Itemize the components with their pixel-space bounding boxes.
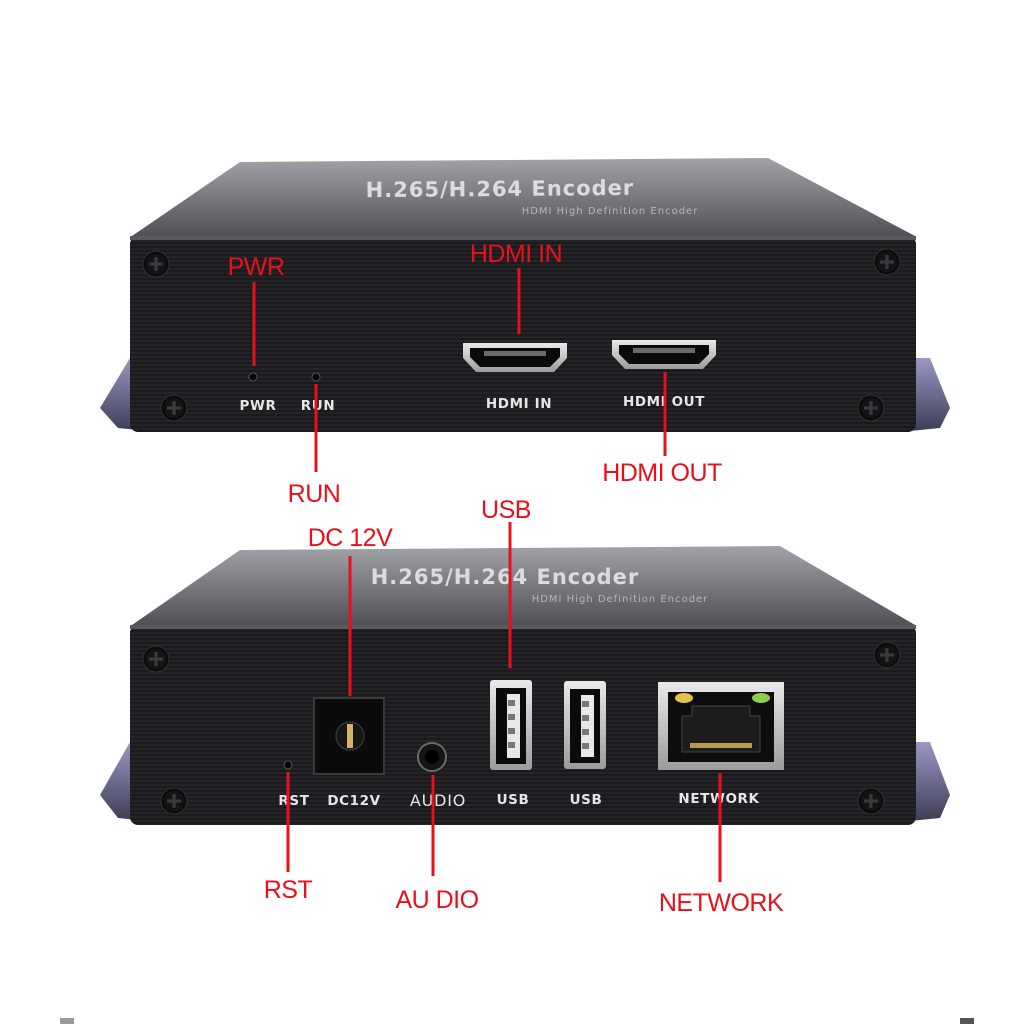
callout-hdmi-out: HDMI OUT — [602, 459, 722, 487]
bottom-edge-mark-right — [960, 1018, 974, 1024]
usb-port-1 — [490, 680, 532, 770]
back-chassis-top — [132, 546, 915, 625]
usb-port-2 — [564, 681, 606, 769]
front-top-subtitle: HDMI High Definition Encoder — [522, 206, 699, 217]
front-label-hdmi-in: HDMI IN — [486, 396, 552, 412]
back-unit: H.265/H.264 Encoder HDMI High Definition… — [100, 546, 950, 825]
back-top-subtitle: HDMI High Definition Encoder — [532, 594, 709, 605]
front-unit: H.265/H.264 Encoder HDMI High Definition… — [100, 158, 950, 432]
bottom-edge-mark-left — [60, 1018, 74, 1024]
front-panel — [130, 236, 916, 432]
callout-pwr: PWR — [228, 253, 285, 281]
callout-usb: USB — [481, 496, 531, 524]
back-label-usb-1: USB — [497, 792, 530, 808]
front-label-pwr: PWR — [240, 398, 277, 414]
back-screw-tr — [873, 641, 901, 669]
back-label-usb-2: USB — [570, 792, 603, 808]
callout-hdmi-in: HDMI IN — [470, 240, 562, 268]
pwr-led — [248, 372, 258, 382]
network-led-left — [675, 693, 693, 703]
back-callouts: DC 12V USB RST AU DIO NETWORK — [264, 496, 785, 917]
run-led — [311, 372, 321, 382]
hdmi-in-port — [463, 343, 567, 372]
callout-dc-12v: DC 12V — [308, 524, 393, 552]
front-label-run: RUN — [301, 398, 335, 414]
front-screw-tl — [142, 250, 170, 278]
callout-audio: AU DIO — [395, 886, 478, 914]
network-led-right — [752, 693, 770, 703]
front-top-title: H.265/H.264 Encoder — [366, 176, 635, 202]
network-port — [658, 682, 784, 770]
front-callouts: PWR HDMI IN RUN HDMI OUT — [228, 240, 723, 508]
back-screw-br — [857, 787, 885, 815]
rst-button-hole — [283, 760, 293, 770]
hdmi-out-port — [612, 340, 716, 369]
front-screw-br — [857, 394, 885, 422]
front-screw-tr — [873, 248, 901, 276]
callout-rst: RST — [264, 876, 313, 904]
back-screw-tl — [142, 645, 170, 673]
front-chassis-top — [132, 158, 915, 236]
front-screw-bl — [160, 394, 188, 422]
back-label-audio: AUDIO — [410, 791, 466, 810]
back-screw-bl — [160, 787, 188, 815]
callout-network: NETWORK — [659, 889, 784, 917]
callout-run: RUN — [288, 480, 341, 508]
back-label-rst: RST — [278, 793, 309, 809]
dc-jack — [313, 697, 385, 775]
audio-jack — [417, 742, 447, 772]
back-label-dc: DC12V — [327, 793, 380, 809]
back-top-title: H.265/H.264 Encoder — [371, 565, 640, 589]
